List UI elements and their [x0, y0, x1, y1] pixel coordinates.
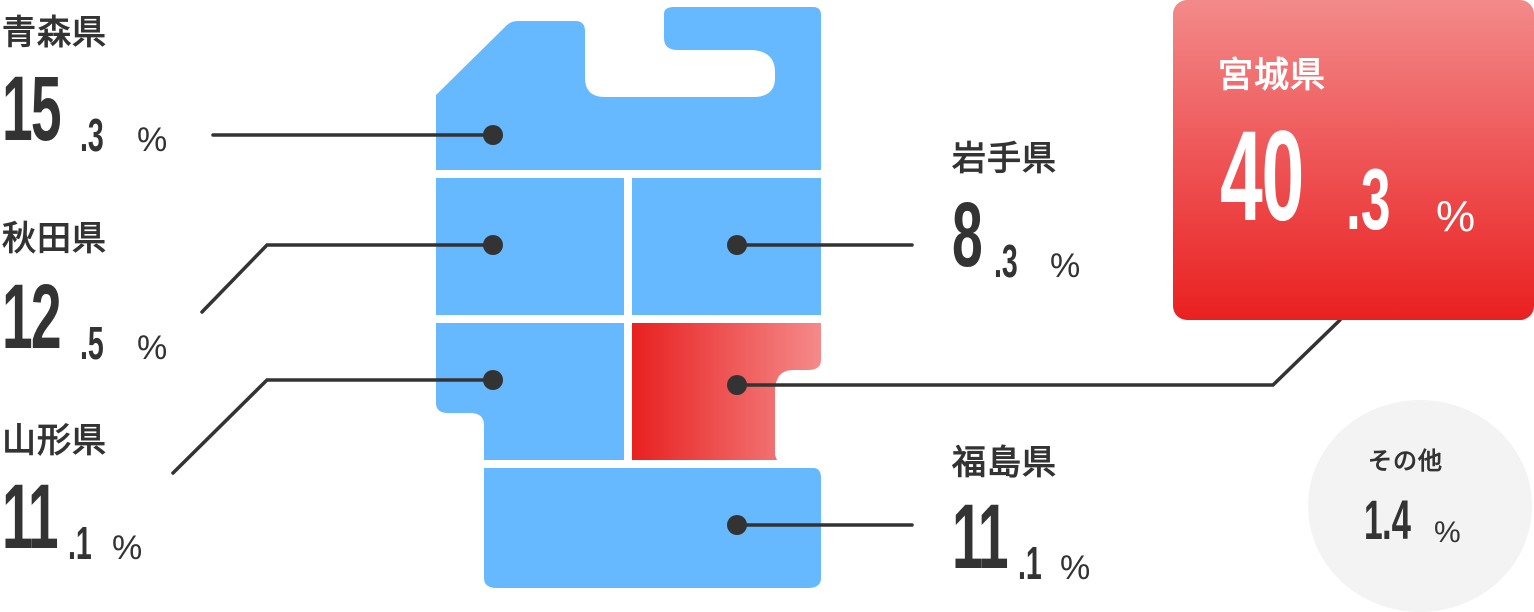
dot-akita: [483, 235, 503, 255]
percentage: 40 .3 %: [1220, 105, 1476, 248]
leader-line-miyagi: [735, 318, 1342, 387]
percentage: 12 .5 %: [2, 266, 168, 369]
highlight-card-miyagi: 宮城県 40 .3 %: [1173, 0, 1534, 320]
label-fukushima: 福島県 11 .1 %: [952, 446, 1112, 590]
dot-yamagata: [483, 370, 503, 390]
label-iwate: 岩手県 8 .3 %: [952, 142, 1112, 288]
leader-line-yamagata: [171, 378, 495, 475]
percentage: 15 .3 %: [2, 58, 168, 161]
region-miyagi: [632, 323, 821, 460]
percentage: 1 .4 %: [1364, 488, 1461, 551]
percentage: 11 .1 %: [2, 466, 143, 569]
label-aomori: 青森県 15 .3 %: [2, 16, 182, 162]
label-yamagata: 山形県 11 .1 %: [2, 424, 182, 570]
percentage: 8 .3 %: [952, 184, 1081, 287]
region-aomori: [436, 7, 821, 170]
dot-iwate: [727, 235, 747, 255]
percentage: 11 .1 %: [952, 486, 1091, 589]
label-akita: 秋田県 12 .5 %: [2, 222, 182, 370]
region-fukushima: [484, 468, 821, 588]
region-yamagata: [436, 323, 624, 460]
dot-miyagi: [727, 375, 747, 395]
other-badge: その他 1 .4 %: [1308, 400, 1532, 612]
leader-line-akita: [200, 243, 495, 314]
dot-fukushima: [727, 515, 747, 535]
dot-aomori: [483, 125, 503, 145]
pref-name: 青森県: [2, 14, 107, 52]
